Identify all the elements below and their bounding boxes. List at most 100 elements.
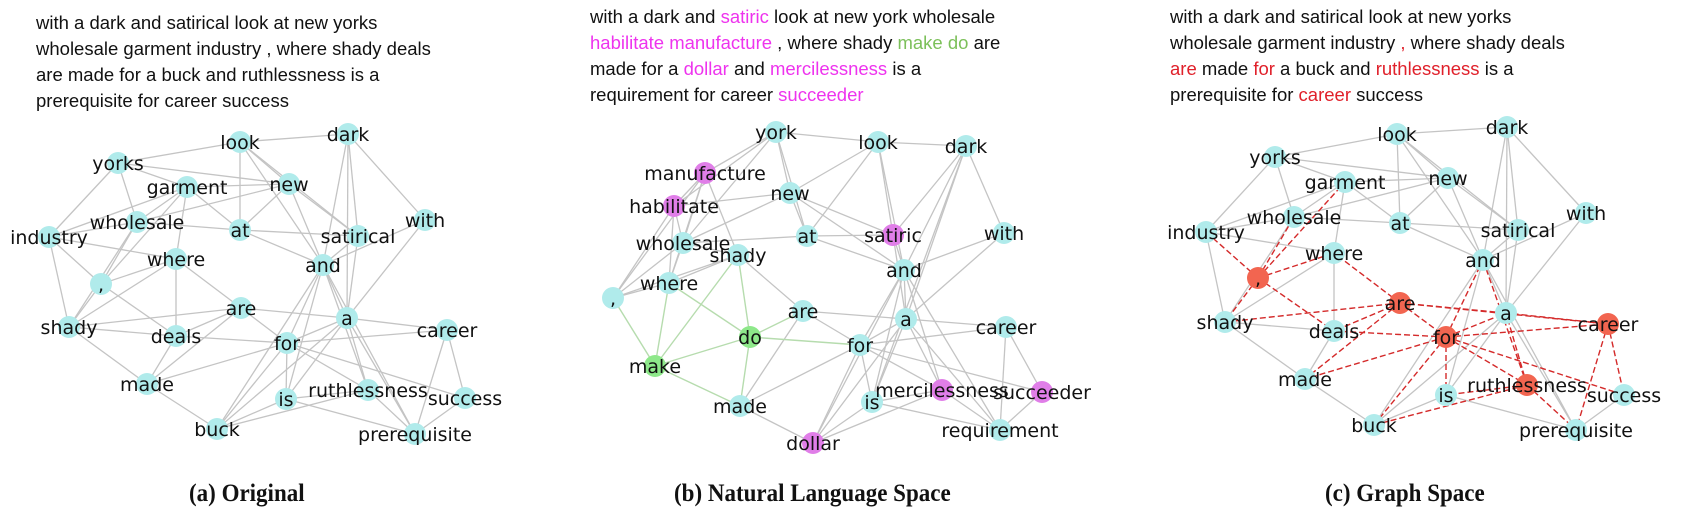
graph-node-label: and xyxy=(305,255,341,277)
graph-node-label: prerequisite xyxy=(358,424,472,446)
graph-edge xyxy=(1505,312,1577,431)
graph-edge-attacked xyxy=(1333,302,1401,332)
graph-edge xyxy=(239,229,359,237)
graph-edge xyxy=(216,342,288,430)
graph-node-label: is xyxy=(1438,385,1453,407)
graph-node-label: a xyxy=(900,309,912,331)
graph-node-label: satirical xyxy=(321,226,396,248)
sentence-line: wholesale garment industry , where shady… xyxy=(36,36,431,62)
graph-edge xyxy=(68,258,177,328)
graph-node xyxy=(176,176,198,198)
graph-node xyxy=(1283,206,1305,228)
graph-node-label: is xyxy=(278,389,293,411)
graph-edge xyxy=(1344,177,1449,183)
graph-node-label: new xyxy=(269,174,308,196)
graph-node xyxy=(278,173,300,195)
graph-edge xyxy=(146,307,242,385)
graph-node xyxy=(1597,313,1619,335)
graph-edge xyxy=(346,219,426,319)
sentence-text: with a dark and satirical look at new yo… xyxy=(1170,6,1512,27)
graph-node xyxy=(404,423,426,445)
graph-edge xyxy=(285,317,348,400)
graph-edge xyxy=(285,398,416,435)
graph-edge xyxy=(682,235,808,244)
graph-edge-attacked xyxy=(1257,181,1346,279)
graph-edge-attacked xyxy=(1445,336,1625,396)
graph-node-label: prerequisite xyxy=(1519,420,1633,442)
graph-node xyxy=(658,272,680,294)
graph-node xyxy=(454,387,476,409)
graph-edge xyxy=(1304,378,1375,426)
sentence-line: are made for a buck and ruthlessness is … xyxy=(1170,56,1565,82)
graph-node-label: success xyxy=(428,388,502,410)
graph-node xyxy=(436,319,458,341)
graph-node xyxy=(1389,292,1411,314)
sentence-line: prerequisite for career success xyxy=(36,88,431,114)
graph-node-label: requirement xyxy=(941,420,1058,442)
graph-node-label: at xyxy=(1390,213,1409,235)
graph-node xyxy=(312,254,334,276)
graph-edge xyxy=(216,398,287,430)
graph-edge-attacked xyxy=(1224,302,1401,323)
graph-edge-attacked xyxy=(1257,277,1335,332)
graph-edge xyxy=(941,389,1001,431)
graph-node xyxy=(663,195,685,217)
graph-edge xyxy=(100,186,188,285)
graph-edge xyxy=(682,192,791,244)
graph-edge xyxy=(859,326,1007,346)
graph-node xyxy=(1435,326,1457,348)
graph-edge xyxy=(48,236,102,285)
graph-edge xyxy=(175,186,188,260)
graph-node-label: , xyxy=(610,288,616,310)
graph-node-label: career xyxy=(417,320,478,342)
graph-edge xyxy=(1373,312,1507,426)
graph-node xyxy=(1565,419,1587,441)
graph-edge xyxy=(117,162,188,188)
graph-edge xyxy=(346,133,349,319)
sentence-text: wholesale garment industry , where shady… xyxy=(36,38,431,59)
sentence-text: wholesale garment industry xyxy=(1170,32,1401,53)
graph-node-label: garment xyxy=(1305,172,1386,194)
graph-node-label: and xyxy=(886,260,922,282)
graph-node xyxy=(867,131,889,153)
graph-node-label: new xyxy=(1428,168,1467,190)
graph-node-label: industry xyxy=(10,227,88,249)
graph-node-label: look xyxy=(220,132,260,154)
graph-node xyxy=(895,308,917,330)
graph-edge xyxy=(806,235,905,271)
graph-edge-phrase xyxy=(668,282,751,338)
graph-edge-attacked xyxy=(1373,336,1447,426)
graph-node xyxy=(989,419,1011,441)
sentence-line: made for a dollar and mercilessness is a xyxy=(590,56,1000,82)
caption-original: (a) Original xyxy=(189,480,305,507)
sentence-text: where shady deals xyxy=(1405,32,1565,53)
graph-edge xyxy=(802,310,907,320)
graph-edge xyxy=(48,221,138,238)
graph-edge xyxy=(1205,181,1346,233)
graph-node-label: success xyxy=(1587,385,1661,407)
graph-edge-phrase xyxy=(749,336,861,346)
graph-node-label: succeeder xyxy=(993,382,1091,404)
graph-edge xyxy=(871,145,967,403)
sentence-text: are xyxy=(968,32,1001,53)
graph-node-label: for xyxy=(274,333,300,355)
sentence-text: are made for a buck and ruthlessness is … xyxy=(36,64,380,85)
graph-edge xyxy=(1506,126,1519,231)
graph-node-label: , xyxy=(1255,268,1261,290)
graph-node-label: for xyxy=(847,335,873,357)
graph-edge xyxy=(286,342,466,399)
highlighted-word: career xyxy=(1298,84,1351,105)
graph-edge xyxy=(1482,259,1577,431)
graph-edge xyxy=(288,183,324,266)
graph-edge-attacked xyxy=(1607,323,1625,396)
graph-node-label: habilitate xyxy=(629,196,719,218)
graph-node-label: where xyxy=(640,273,698,295)
graph-edge xyxy=(1505,126,1508,314)
graph-node xyxy=(229,219,251,241)
graph-node-label: with xyxy=(1566,203,1606,225)
graph-node-label: career xyxy=(1578,314,1639,336)
sentence-text: , where shady xyxy=(772,32,898,53)
graph-edge xyxy=(48,236,177,260)
graph-edge-attacked xyxy=(1304,302,1401,380)
graph-node xyxy=(1334,171,1356,193)
